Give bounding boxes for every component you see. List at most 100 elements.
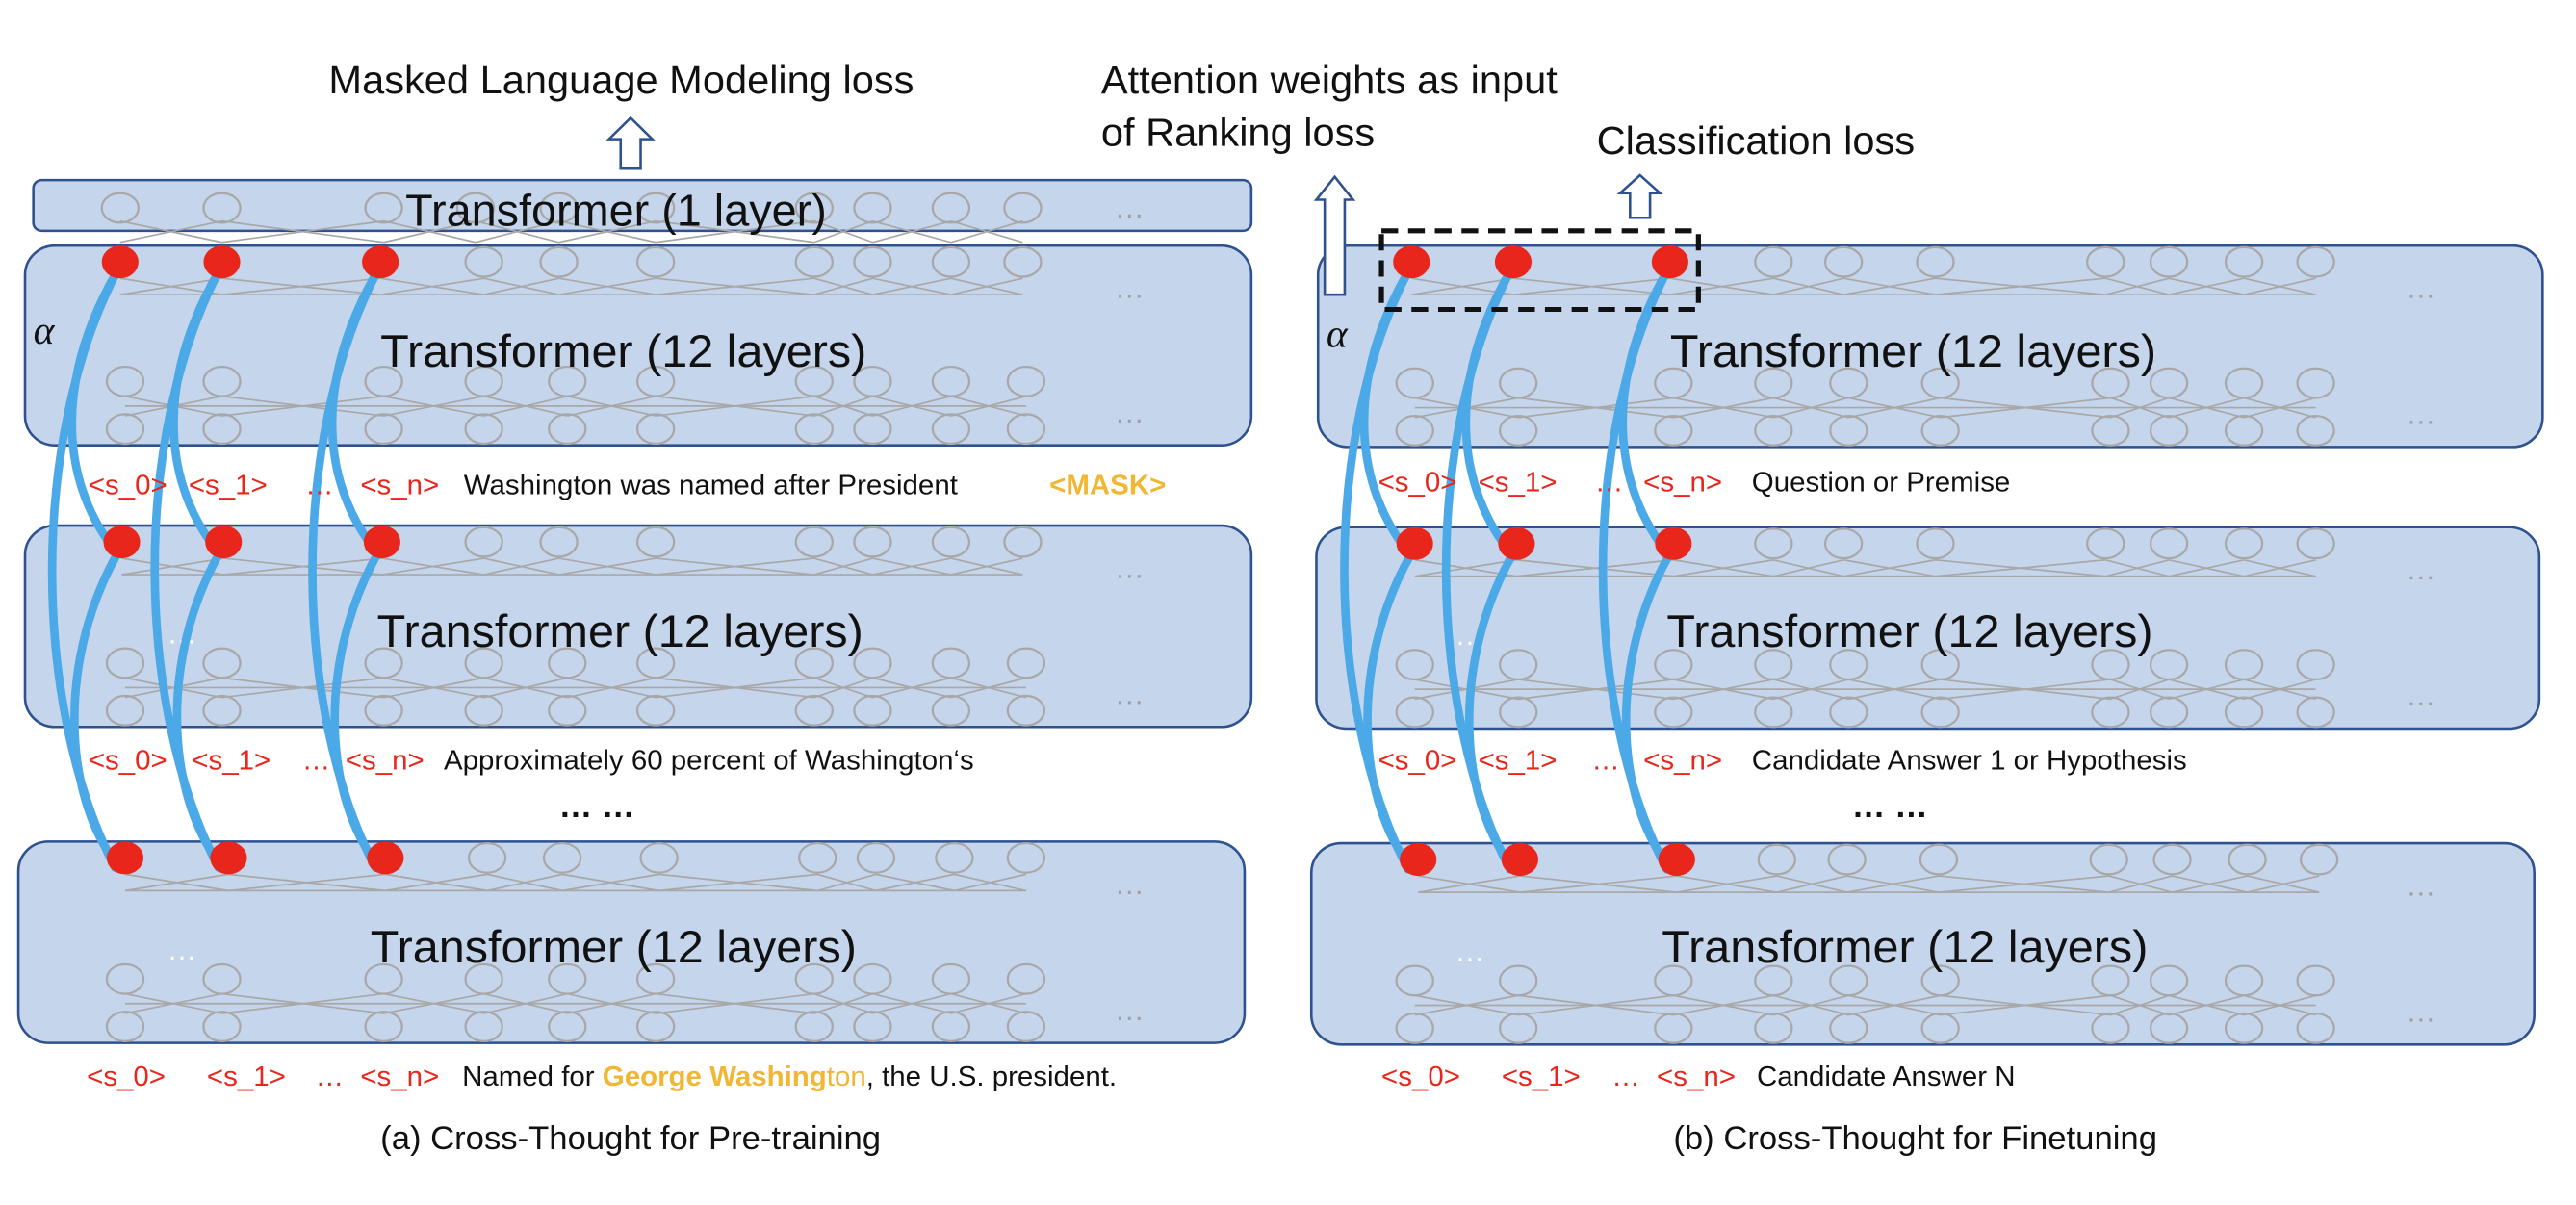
sentence-node xyxy=(1396,526,1433,560)
sentence-node xyxy=(1494,245,1533,279)
node-edge xyxy=(221,277,381,296)
sentence-text: Candidate Answer 1 or Hypothesis xyxy=(1752,746,2187,777)
token-node xyxy=(1829,649,1868,681)
token-node xyxy=(931,1011,971,1042)
node-edge xyxy=(475,219,559,244)
entity-highlight: ton xyxy=(827,1062,866,1092)
token-node xyxy=(853,365,892,397)
token-node xyxy=(2149,414,2189,447)
node-edge xyxy=(124,873,229,892)
node-edge xyxy=(1773,397,1849,419)
node-edge xyxy=(385,873,488,892)
token-node xyxy=(1920,1012,1960,1044)
node-edge xyxy=(813,277,873,296)
token-sn: <s_n> xyxy=(1657,1062,1736,1092)
token-node xyxy=(2224,964,2264,997)
token-node xyxy=(1920,696,1960,729)
node-edge xyxy=(2105,558,2170,577)
sentence-node xyxy=(1651,245,1688,279)
token-node xyxy=(364,694,403,727)
token-s1: <s_1> xyxy=(207,1062,286,1092)
token-s0: <s_0> xyxy=(1381,1062,1460,1092)
token-node xyxy=(635,647,676,679)
token-node xyxy=(1654,367,1693,399)
node-edge xyxy=(221,992,384,1014)
ranking-loss-label-line1: Attention weights as input xyxy=(1101,58,1558,102)
sentence-text: Approximately 60 percent of Washington‘s xyxy=(444,746,974,777)
token-node xyxy=(635,526,676,558)
token-node xyxy=(2296,696,2335,729)
node-edge xyxy=(1516,558,1674,577)
token-node xyxy=(1498,1012,1538,1044)
node-edge xyxy=(221,677,384,699)
token-node xyxy=(202,413,242,446)
token-node xyxy=(931,192,971,224)
mlm-loss-label: Masked Language Modeling loss xyxy=(328,58,914,102)
node-edge xyxy=(567,992,657,1014)
node-edge xyxy=(950,557,1023,576)
attention-link xyxy=(1618,268,1671,554)
token-s0: <s_0> xyxy=(89,746,167,777)
sentence-node xyxy=(1393,245,1430,279)
node-ellipsis: … xyxy=(167,933,196,966)
panel-b-block-3 xyxy=(1309,841,2536,1046)
panel-a-row-2: <s_0> <s_1> … <s_n> Approximately 60 per… xyxy=(89,746,974,777)
sentence-suffix: , the U.S. president. xyxy=(866,1062,1117,1092)
node-edge xyxy=(2168,277,2245,296)
token-node xyxy=(1395,649,1434,681)
token-node xyxy=(1754,245,1793,278)
token-node xyxy=(853,694,892,727)
token-node xyxy=(2228,843,2267,876)
token-node xyxy=(794,365,834,397)
token-node xyxy=(2091,696,2130,729)
token-sn: <s_n> xyxy=(360,471,439,501)
node-edge xyxy=(483,277,559,296)
token-node xyxy=(931,694,971,727)
node-edge xyxy=(875,873,955,892)
token-node xyxy=(853,413,892,446)
node-edge xyxy=(872,219,952,244)
node-edge xyxy=(1414,994,1519,1016)
node-edge xyxy=(2243,994,2316,1016)
sentence-node xyxy=(1658,843,1695,877)
token-node xyxy=(1754,649,1793,681)
token-node xyxy=(364,365,403,397)
token-node xyxy=(2296,367,2335,399)
token-node xyxy=(853,647,892,679)
token-ellipsis: … xyxy=(302,746,330,777)
token-node xyxy=(2091,649,2130,681)
node-edge xyxy=(1848,679,1941,701)
sentence-node xyxy=(210,841,247,875)
node-edge xyxy=(1940,397,2111,419)
node-ellipsis: … xyxy=(1115,867,1145,901)
entity-highlight-bold: George Washing xyxy=(603,1062,827,1092)
token-node xyxy=(794,526,834,558)
node-edge xyxy=(561,873,659,892)
panel-a-block-3-title: Transformer (12 layers) xyxy=(371,922,857,973)
attention-link xyxy=(169,268,223,553)
token-node xyxy=(931,245,971,278)
token-node xyxy=(1395,414,1434,447)
node-ellipsis: … xyxy=(2406,552,2435,586)
token-node xyxy=(364,962,403,995)
node-edge xyxy=(813,219,873,244)
token-node xyxy=(2149,527,2189,560)
token-node xyxy=(1920,964,1960,997)
token-node xyxy=(853,245,892,278)
token-node xyxy=(1395,696,1434,729)
node-edge xyxy=(221,219,384,244)
token-node xyxy=(635,962,676,995)
panel-b-block-2 xyxy=(1315,526,2541,731)
attention-link xyxy=(1461,268,1514,554)
token-node xyxy=(2296,245,2335,278)
token-node xyxy=(2149,245,2189,278)
panel-a-top-block-title: Transformer (1 layer) xyxy=(405,186,827,236)
node-edge xyxy=(1414,558,1517,577)
node-edge xyxy=(817,873,877,892)
node-edge xyxy=(872,677,952,699)
sentence-node xyxy=(106,841,144,875)
node-edge xyxy=(483,557,559,576)
node-edge xyxy=(567,395,657,417)
node-edge xyxy=(483,395,568,417)
node-edge xyxy=(2172,875,2248,893)
